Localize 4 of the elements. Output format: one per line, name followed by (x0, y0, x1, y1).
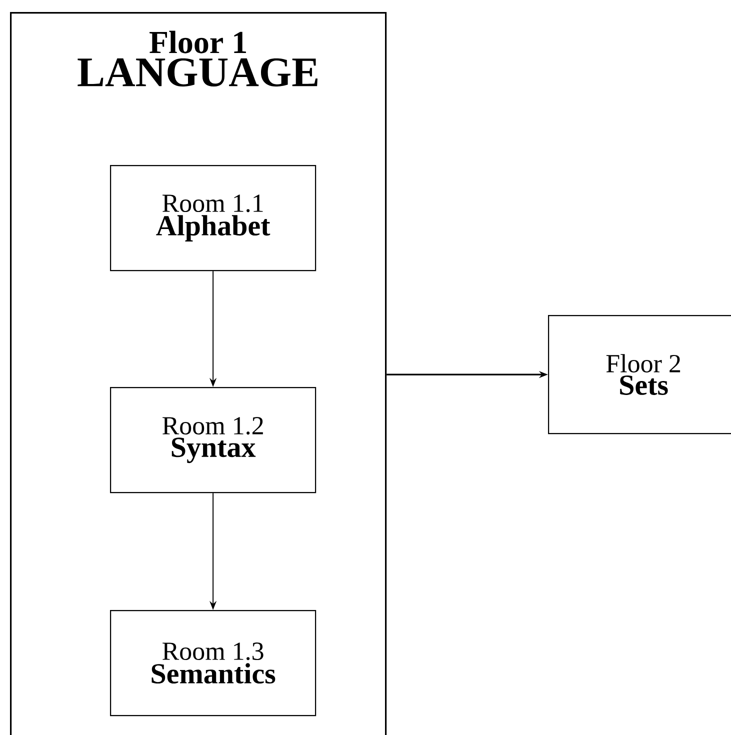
room-box: Room 1.3 Semantics (110, 610, 316, 716)
room-box: Room 1.2 Syntax (110, 387, 316, 494)
floor-box: Floor 2 Sets (548, 315, 731, 434)
room-box: Room 1.1 Alphabet (110, 165, 316, 272)
